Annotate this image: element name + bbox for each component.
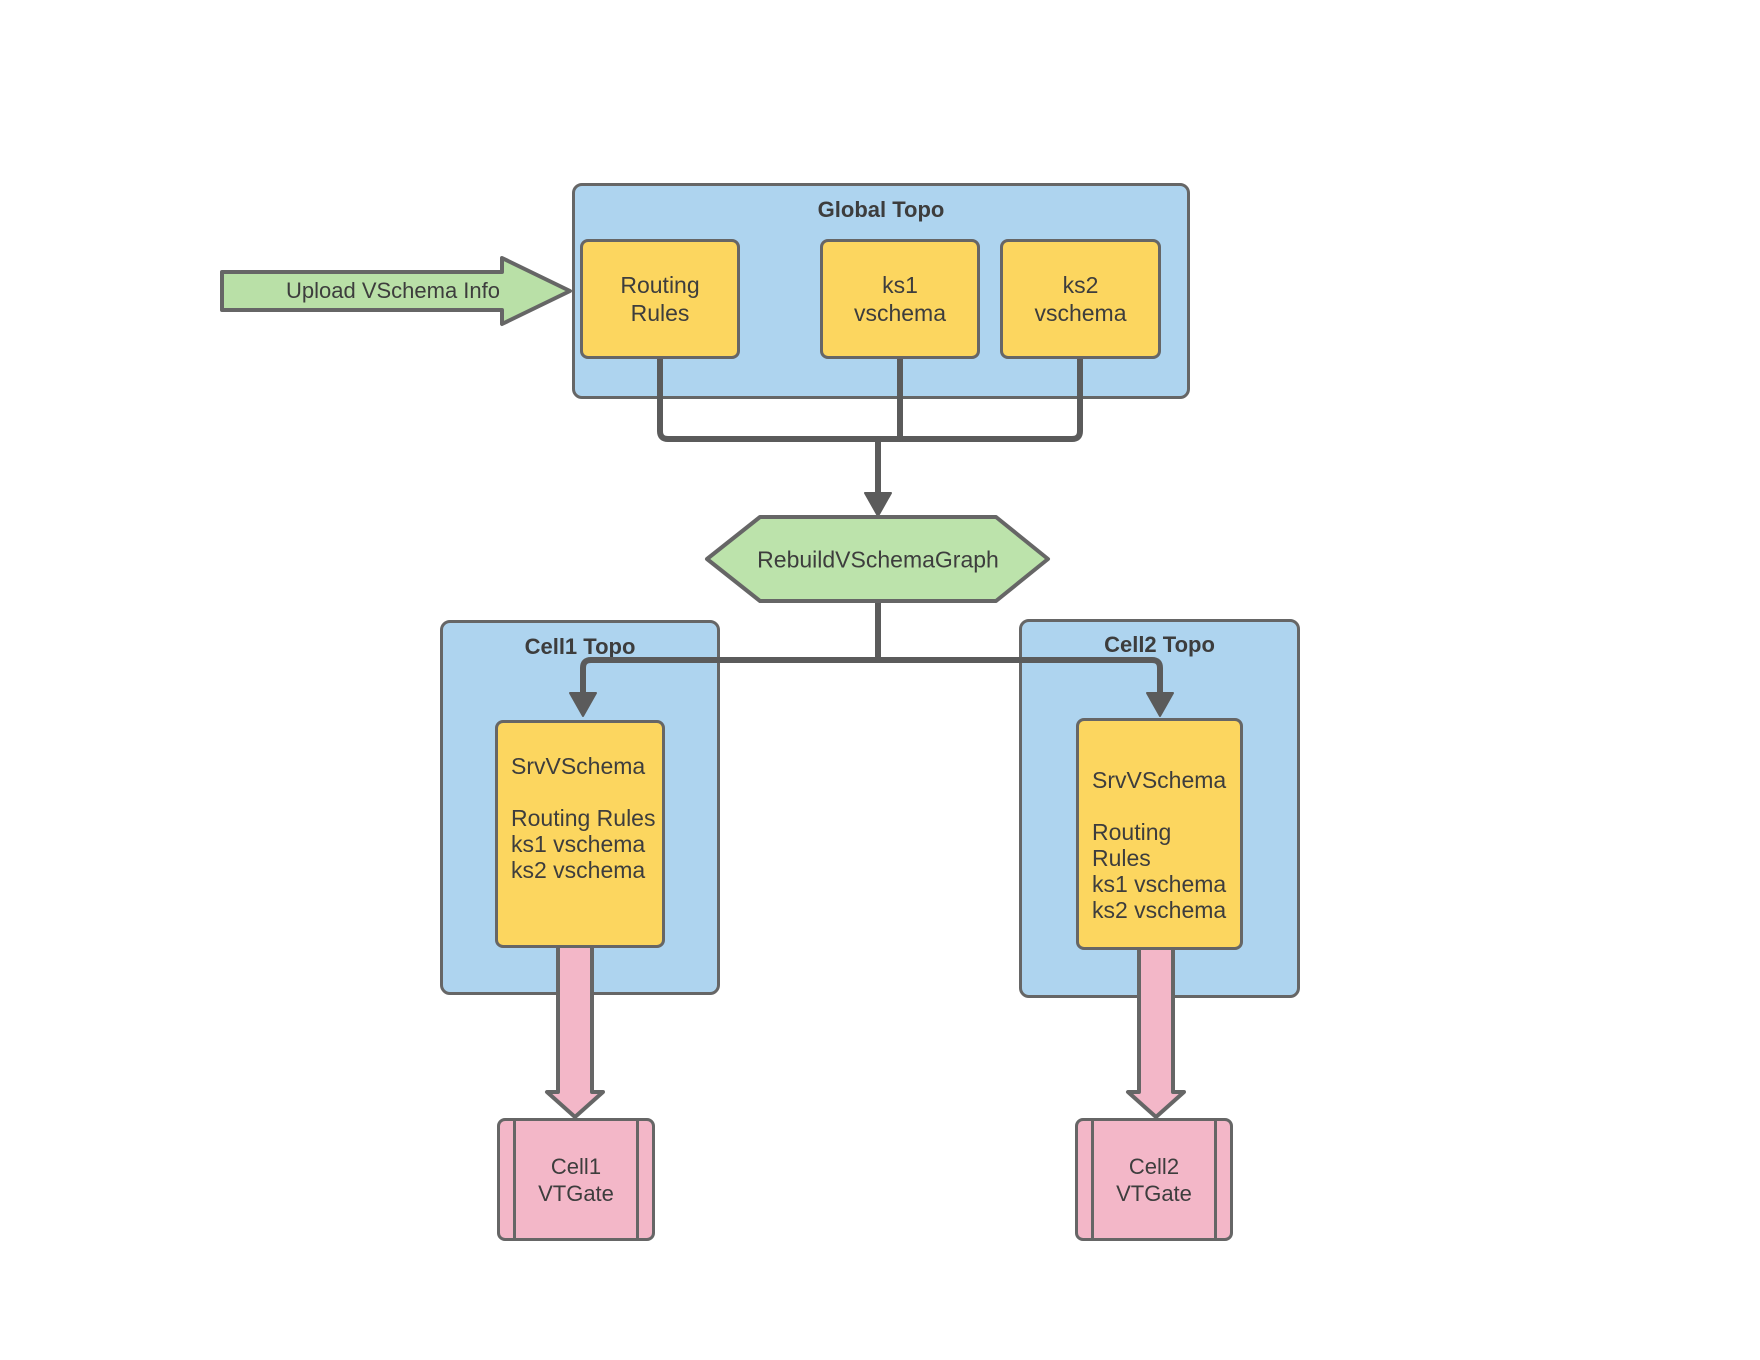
vtgate-inner-line-right: [636, 1121, 639, 1238]
cell1-vtgate-node: Cell1 VTGate: [497, 1118, 655, 1241]
vtgate-inner-line-left: [513, 1121, 516, 1238]
vtgate-inner-line-left: [1091, 1121, 1094, 1238]
ks1-vschema-node: ks1 vschema: [820, 239, 980, 359]
cell1-topo-title: Cell1 Topo: [524, 634, 636, 659]
cell2-vtgate-node: Cell2 VTGate: [1075, 1118, 1233, 1241]
rebuild-hexagon-label: RebuildVSchemaGraph: [757, 546, 999, 573]
upload-arrow-label: Upload VSchema Info: [285, 278, 501, 303]
cell1-srvvschema-node: SrvVSchema Routing Rules ks1 vschema ks2…: [495, 720, 665, 948]
ks2-vschema-node: ks2 vschema: [1000, 239, 1161, 359]
cell2-vtgate-label: Cell2 VTGate: [1116, 1153, 1192, 1206]
vtgate-inner-line-right: [1214, 1121, 1217, 1238]
routing-rules-node: Routing Rules: [580, 239, 740, 359]
cell2-topo-title: Cell2 Topo: [1104, 632, 1215, 657]
cell2-srvvschema-node: SrvVSchema Routing Rules ks1 vschema ks2…: [1076, 718, 1243, 950]
global-topo-title: Global Topo: [817, 197, 945, 222]
cell1-vtgate-label: Cell1 VTGate: [538, 1153, 614, 1206]
arrowhead-to-rebuild: [864, 492, 892, 517]
